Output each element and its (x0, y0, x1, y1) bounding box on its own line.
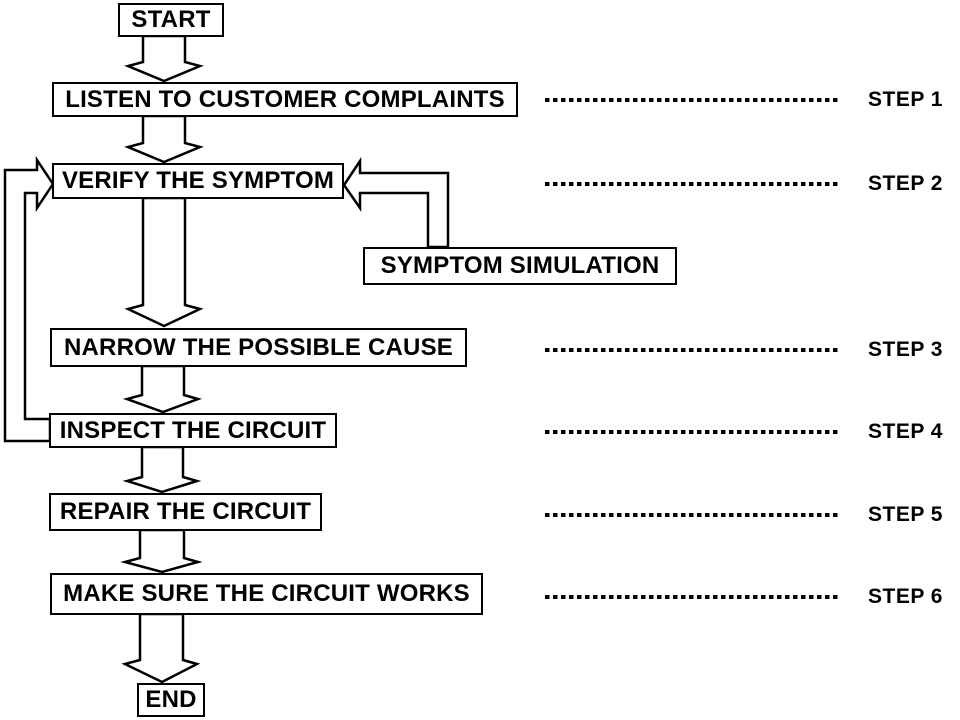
step-row-6: STEP 6 (545, 585, 960, 609)
node-symptom-simulation: SYMPTOM SIMULATION (363, 247, 677, 285)
arrow-feedback-inspect-to-verify (3, 155, 55, 443)
step-label-3: STEP 3 (868, 338, 943, 361)
arrow-inspect-to-repair (122, 445, 202, 494)
step-row-3: STEP 3 (545, 338, 960, 362)
step-label-2: STEP 2 (868, 172, 943, 195)
node-inspect-the-circuit: INSPECT THE CIRCUIT (49, 413, 337, 448)
dotted-leader (545, 98, 838, 102)
node-start: START (118, 3, 224, 37)
step-row-1: STEP 1 (545, 88, 960, 112)
step-row-5: STEP 5 (545, 503, 960, 527)
dotted-leader (545, 430, 838, 434)
step-row-4: STEP 4 (545, 420, 960, 444)
arrow-repair-to-make (120, 528, 203, 574)
step-label-5: STEP 5 (868, 503, 943, 526)
arrow-symsim-to-verify (342, 156, 450, 249)
dotted-leader (545, 595, 838, 599)
node-make-sure-the-circuit-works: MAKE SURE THE CIRCUIT WORKS (50, 573, 483, 615)
step-label-1: STEP 1 (868, 88, 943, 111)
step-label-4: STEP 4 (868, 420, 943, 443)
node-verify-the-symptom: VERIFY THE SYMPTOM (52, 163, 344, 199)
arrow-verify-to-narrow (124, 196, 204, 328)
node-narrow-the-possible-cause: NARROW THE POSSIBLE CAUSE (50, 328, 467, 367)
arrow-make-to-end (121, 612, 201, 684)
arrow-start-to-listen (124, 34, 204, 83)
node-end: END (137, 683, 205, 717)
dotted-leader (545, 513, 838, 517)
node-repair-the-circuit: REPAIR THE CIRCUIT (49, 493, 322, 531)
arrow-listen-to-verify (124, 114, 204, 164)
step-row-2: STEP 2 (545, 172, 960, 196)
dotted-leader (545, 348, 838, 352)
step-label-6: STEP 6 (868, 585, 943, 608)
arrow-narrow-to-inspect (122, 364, 203, 414)
dotted-leader (545, 182, 838, 186)
node-listen-to-customer-complaints: LISTEN TO CUSTOMER COMPLAINTS (52, 82, 518, 117)
